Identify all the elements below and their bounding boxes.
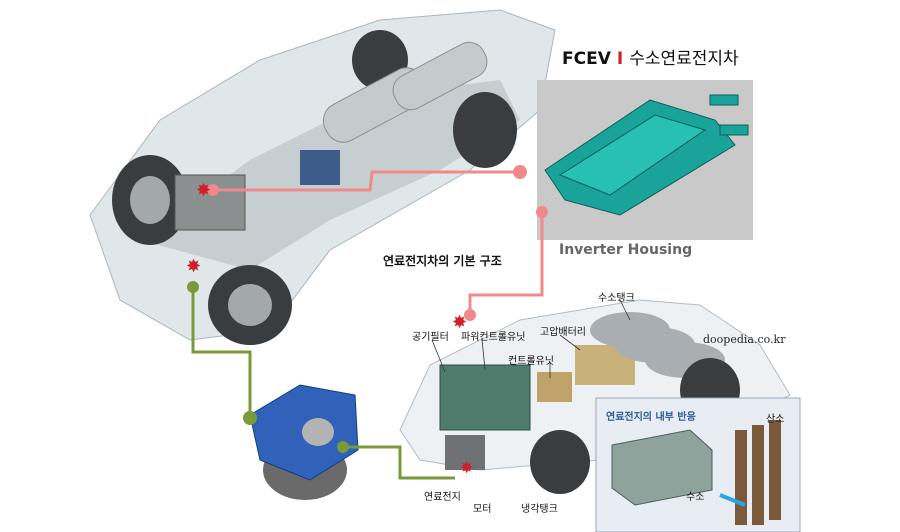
callout-motor: 모터 [473, 504, 492, 515]
marker-star-pcu: ✸ [452, 312, 467, 333]
inner-hydrogen-label: 수소 [686, 492, 705, 503]
callout-leaders [431, 299, 631, 378]
fuel-cell-stack-illustration [249, 384, 359, 500]
callout-air-filter: 공기필터 [412, 332, 449, 343]
pcu-origin-dot [536, 206, 548, 218]
inverter-origin-dot [207, 184, 219, 196]
fuel-cell-target-dot [243, 411, 257, 425]
inverter-housing-label: Inverter Housing [559, 242, 693, 258]
inner-reaction-panel [595, 397, 801, 532]
inner-oxygen-label: 산소 [766, 414, 785, 425]
marker-star-fuel-cell: ✸ [186, 256, 201, 277]
stack-origin-dot [337, 441, 349, 453]
inverter-connector [207, 165, 548, 321]
fuel-cell-connector [187, 281, 455, 480]
callout-fuel-cell: 연료전지 [424, 492, 461, 503]
fuel-cell-origin-dot [187, 281, 199, 293]
inverter-housing-illustration [544, 94, 749, 216]
basic-structure-label: 연료전지차의 기본 구조 [383, 254, 502, 268]
callout-control-unit: 컨트롤유닛 [508, 356, 554, 367]
marker-stars: ✸ ✸ ✸ ✸ [186, 180, 473, 477]
marker-star-stack: ✸ [460, 458, 473, 477]
fcev-car-illustration [89, 9, 556, 345]
inverter-target-dot [513, 165, 527, 179]
title-acronym: FCEV [562, 49, 611, 69]
title-separator: I [616, 49, 624, 69]
inner-reaction-title: 연료전지의 내부 반응 [606, 412, 696, 423]
callout-coolant-tank: 냉각탱크 [521, 504, 558, 515]
title-korean: 수소연료전지차 [629, 49, 739, 69]
callout-power-control-unit: 파워컨트롤유닛 [461, 332, 526, 343]
pcu-target-dot [464, 309, 476, 321]
callout-hv-battery: 고압배터리 [540, 327, 586, 338]
marker-star-inverter: ✸ [196, 180, 211, 201]
source-credit: doopedia.co.kr [703, 333, 786, 346]
callout-hydrogen-tank: 수소탱크 [598, 293, 635, 304]
